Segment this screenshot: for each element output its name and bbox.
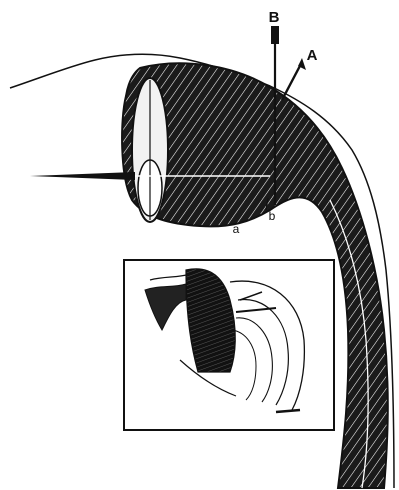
label-a-upper: A bbox=[307, 47, 318, 64]
needle-b-hub bbox=[271, 26, 279, 44]
label-b-lower: b bbox=[269, 209, 276, 223]
label-a-lower: a bbox=[233, 222, 240, 236]
horizontal-needle bbox=[30, 172, 135, 180]
inset-panel bbox=[124, 260, 334, 430]
label-b-upper: B bbox=[269, 9, 280, 26]
needle-a-shaft bbox=[282, 62, 302, 100]
